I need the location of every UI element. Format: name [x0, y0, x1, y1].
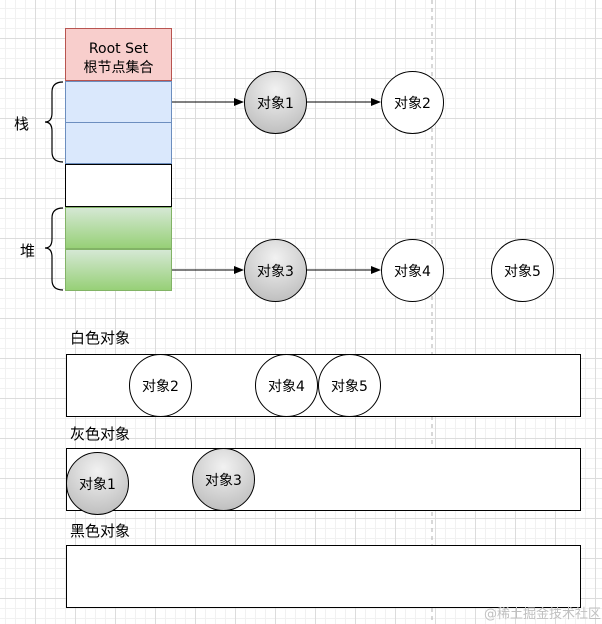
- heap-cell-2: [65, 249, 172, 291]
- stack-label: 栈: [14, 115, 30, 133]
- gray-item-obj1: 对象1: [66, 452, 129, 515]
- heap-cell-1: [65, 207, 172, 249]
- white-item-obj4: 对象4: [255, 354, 318, 417]
- gray-group-title: 灰色对象: [70, 425, 131, 443]
- node-obj1: 对象1: [244, 71, 307, 134]
- root-set-title: Root Set: [88, 41, 149, 57]
- node-obj2: 对象2: [381, 71, 444, 134]
- root-set-header: Root Set 根节点集合: [65, 28, 172, 81]
- white-group-title: 白色对象: [70, 329, 131, 347]
- gray-item-obj3: 对象3: [192, 448, 255, 511]
- stack-brace: [44, 81, 64, 163]
- black-group-title: 黑色对象: [70, 522, 131, 540]
- stack-cell-1: [65, 81, 172, 123]
- node-obj4: 对象4: [381, 239, 444, 302]
- root-set-subtitle: 根节点集合: [83, 60, 154, 76]
- white-item-obj5: 对象5: [318, 354, 381, 417]
- node-obj5: 对象5: [491, 239, 554, 302]
- watermark: @稀土掘金技术社区: [484, 607, 602, 622]
- white-item-obj2: 对象2: [129, 354, 192, 417]
- black-group-box: [66, 545, 581, 608]
- heap-brace: [44, 207, 64, 291]
- empty-cell: [65, 164, 172, 207]
- heap-label: 堆: [20, 242, 36, 260]
- stack-cell-2: [65, 122, 172, 164]
- gray-group-box: [66, 448, 581, 511]
- node-obj3: 对象3: [244, 239, 307, 302]
